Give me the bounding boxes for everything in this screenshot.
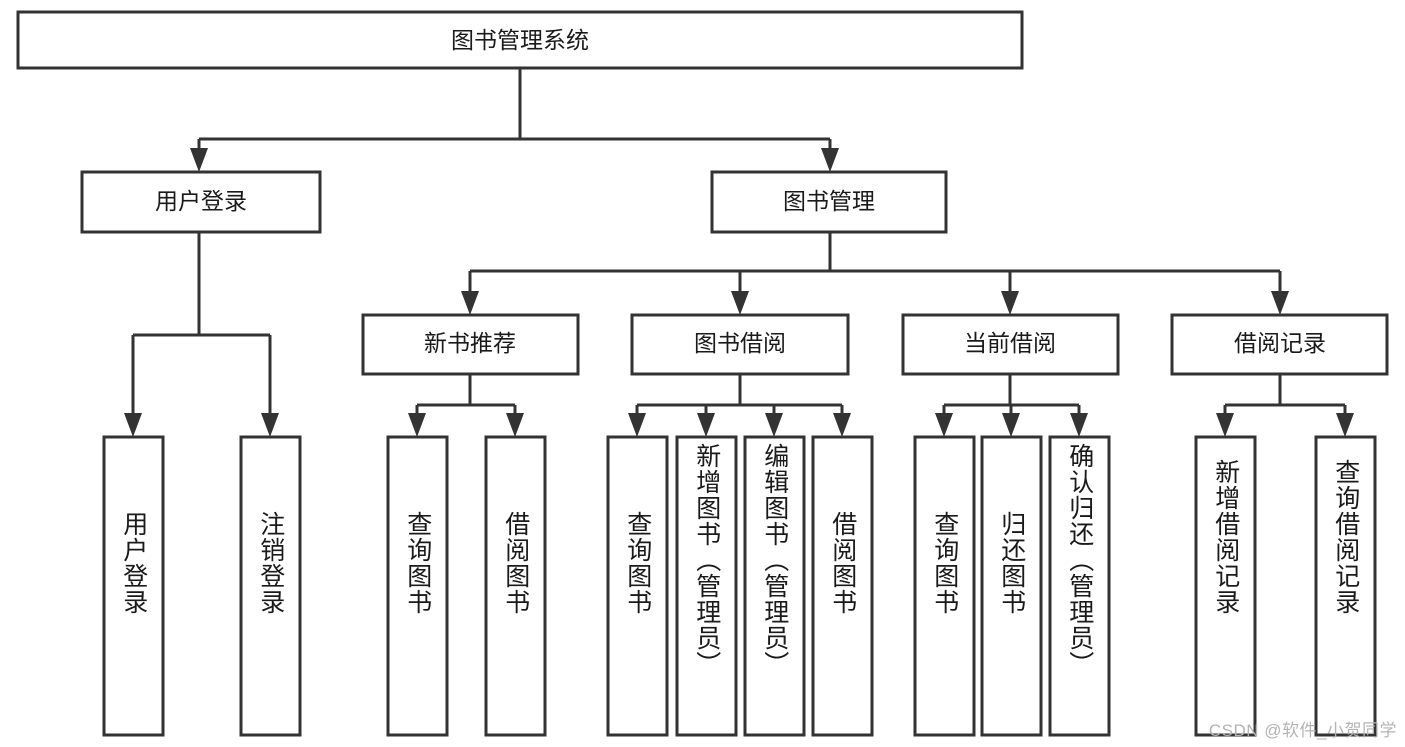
arrow-head-book-borrow — [731, 291, 749, 315]
connector-group-book-manage — [461, 232, 1289, 315]
leaf-box-query-book-1[interactable] — [386, 435, 449, 737]
node-current-borrow[interactable]: 当前借阅 — [901, 313, 1120, 376]
arrow-head-leaf-borrow-book-2 — [833, 413, 851, 437]
leaf-box-borrow-book-1[interactable] — [484, 435, 547, 737]
leaf-box-logout[interactable] — [239, 435, 302, 737]
node-book-borrow[interactable]: 图书借阅 — [630, 313, 850, 376]
arrow-head-current-borrow — [1001, 291, 1019, 315]
arrow-head-leaf-logout — [261, 413, 279, 437]
connector-group-user-login — [124, 232, 279, 437]
node-new-book-recommend-box[interactable] — [361, 313, 580, 376]
node-borrow-record[interactable]: 借阅记录 — [1170, 313, 1389, 376]
arrow-head-leaf-add-book — [697, 413, 715, 437]
leaf-box-query-book-2[interactable] — [606, 435, 669, 737]
csdn-watermark: CSDN @软件_小贺同学 — [1208, 721, 1397, 740]
arrow-head-leaf-user-login — [124, 413, 142, 437]
arrow-head-leaf-query-book-1 — [408, 413, 426, 437]
connector-group-book-borrow — [628, 374, 851, 437]
leaf-box-add-record[interactable] — [1194, 435, 1257, 737]
node-book-manage-box[interactable] — [710, 170, 948, 234]
node-root[interactable]: 图书管理系统 — [16, 10, 1024, 70]
arrow-head-leaf-query-book-3 — [935, 413, 953, 437]
leaf-box-query-record[interactable] — [1314, 435, 1377, 737]
node-user-login[interactable]: 用户登录 — [80, 170, 322, 234]
arrow-head-leaf-query-book-2 — [628, 413, 646, 437]
node-new-book-recommend-label: 新书推荐 — [424, 330, 516, 356]
leaf-boxes — [102, 435, 1377, 737]
node-current-borrow-box[interactable] — [901, 313, 1120, 376]
connector-group-new-book-recommend — [408, 374, 524, 437]
leaf-box-user-login[interactable] — [102, 435, 165, 737]
arrow-head-leaf-add-record — [1216, 413, 1234, 437]
leaf-box-confirm-return[interactable] — [1048, 435, 1111, 737]
arrow-head-leaf-confirm-return — [1070, 413, 1088, 437]
arrow-head-book-manage — [821, 148, 839, 172]
arrow-head-borrow-record — [1271, 291, 1289, 315]
node-root-box[interactable] — [16, 10, 1024, 70]
arrow-head-leaf-edit-book — [765, 413, 783, 437]
arrow-head-user-login — [190, 148, 208, 172]
node-borrow-record-label: 借阅记录 — [1234, 330, 1326, 356]
arrow-head-leaf-return-book — [1002, 413, 1020, 437]
connector-group-root — [190, 68, 839, 172]
arrow-head-leaf-query-record — [1336, 413, 1354, 437]
leaf-box-add-book[interactable] — [675, 435, 738, 737]
node-borrow-record-box[interactable] — [1170, 313, 1389, 376]
connector-group-borrow-record — [1216, 374, 1354, 437]
leaf-box-query-book-3[interactable] — [913, 435, 976, 737]
leaf-box-edit-book[interactable] — [743, 435, 806, 737]
node-user-login-label: 用户登录 — [155, 188, 247, 214]
leaf-box-borrow-book-2[interactable] — [811, 435, 874, 737]
node-user-login-box[interactable] — [80, 170, 322, 234]
node-book-manage[interactable]: 图书管理 — [710, 170, 948, 234]
connector-group-current-borrow — [935, 374, 1088, 437]
arrow-head-leaf-borrow-book-1 — [506, 413, 524, 437]
node-book-borrow-box[interactable] — [630, 313, 850, 376]
node-book-borrow-label: 图书借阅 — [694, 330, 786, 356]
arrow-head-new-book-recommend — [461, 291, 479, 315]
node-book-manage-label: 图书管理 — [783, 188, 875, 214]
node-root-label: 图书管理系统 — [451, 27, 589, 53]
node-new-book-recommend[interactable]: 新书推荐 — [361, 313, 580, 376]
leaf-box-return-book[interactable] — [980, 435, 1043, 737]
node-current-borrow-label: 当前借阅 — [964, 330, 1056, 356]
